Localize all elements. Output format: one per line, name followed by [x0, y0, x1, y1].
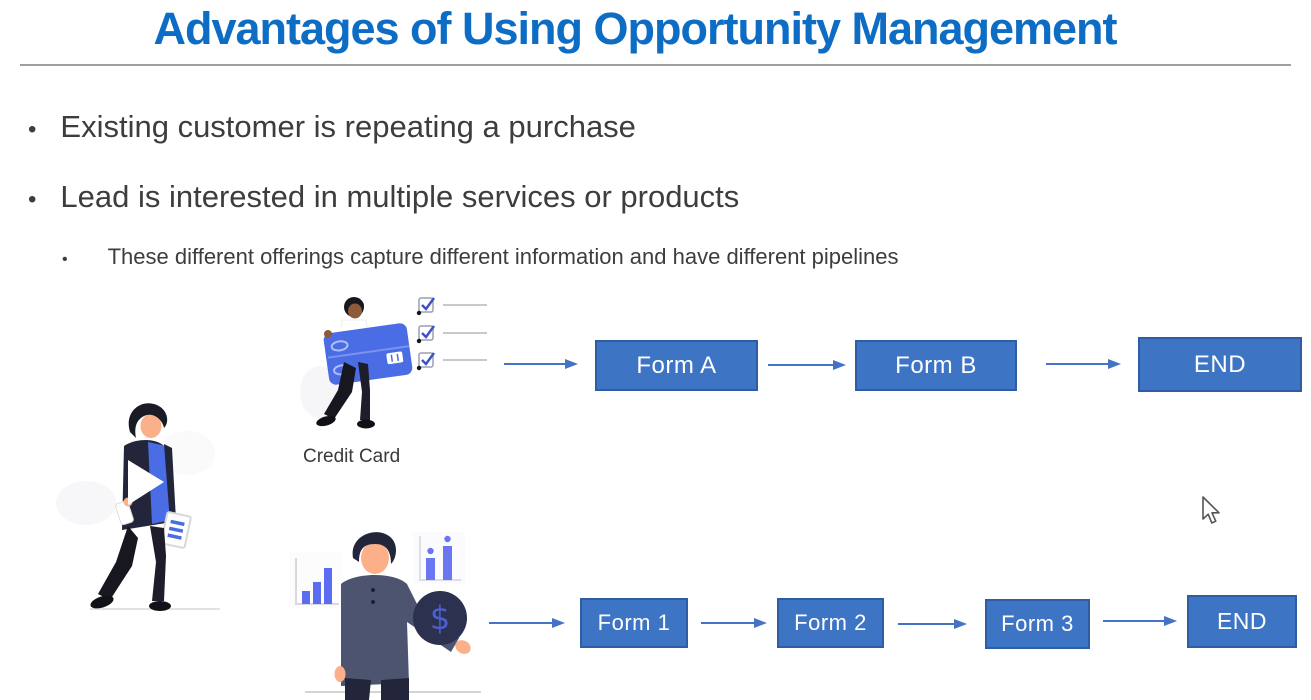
dollar-symbol: $	[430, 599, 450, 637]
bar-chart-icon	[289, 552, 343, 608]
mouse-cursor	[1202, 496, 1220, 524]
sub-bullet-item: • These different offerings capture diff…	[62, 243, 899, 274]
play-icon[interactable]	[128, 460, 164, 505]
flow-node-form-b: Form B	[855, 340, 1017, 391]
title-divider	[20, 64, 1291, 66]
flow-arrow	[489, 618, 565, 628]
bullet-dot: •	[28, 116, 37, 143]
dollar-coin-icon: $	[413, 591, 467, 645]
clipboard-icon	[160, 511, 192, 549]
flow-node-form-2: Form 2	[777, 598, 884, 648]
finance-person-illustration: $	[289, 532, 481, 700]
bullet-text: These different offerings capture differ…	[107, 244, 899, 269]
bullet-dot: •	[62, 251, 68, 268]
lollipop-chart-icon	[413, 532, 465, 584]
bullet-text: Lead is interested in multiple services …	[60, 179, 740, 214]
bullet-item: • Lead is interested in multiple service…	[28, 178, 739, 219]
flow-arrow	[1103, 616, 1177, 626]
bullet-text: Existing customer is repeating a purchas…	[60, 109, 636, 144]
flow-node-end-top: END	[1138, 337, 1302, 392]
flow-arrow	[898, 619, 967, 629]
bullet-dot: •	[28, 186, 37, 213]
bullet-item: • Existing customer is repeating a purch…	[28, 108, 636, 149]
credit-card-person-illustration	[300, 297, 413, 429]
credit-card-label: Credit Card	[303, 446, 401, 467]
slide-title: Advantages of Using Opportunity Manageme…	[153, 3, 1117, 54]
flow-arrow	[701, 618, 767, 628]
flow-node-form-3: Form 3	[985, 599, 1090, 649]
flow-arrow	[768, 360, 846, 370]
checklist-icon	[416, 297, 487, 371]
walking-person-illustration	[56, 403, 220, 611]
flow-node-end-bottom: END	[1187, 595, 1297, 648]
flow-node-form-1: Form 1	[580, 598, 688, 648]
flow-node-form-a: Form A	[595, 340, 758, 391]
flow-arrow	[504, 359, 578, 369]
flow-arrow	[1046, 359, 1121, 369]
